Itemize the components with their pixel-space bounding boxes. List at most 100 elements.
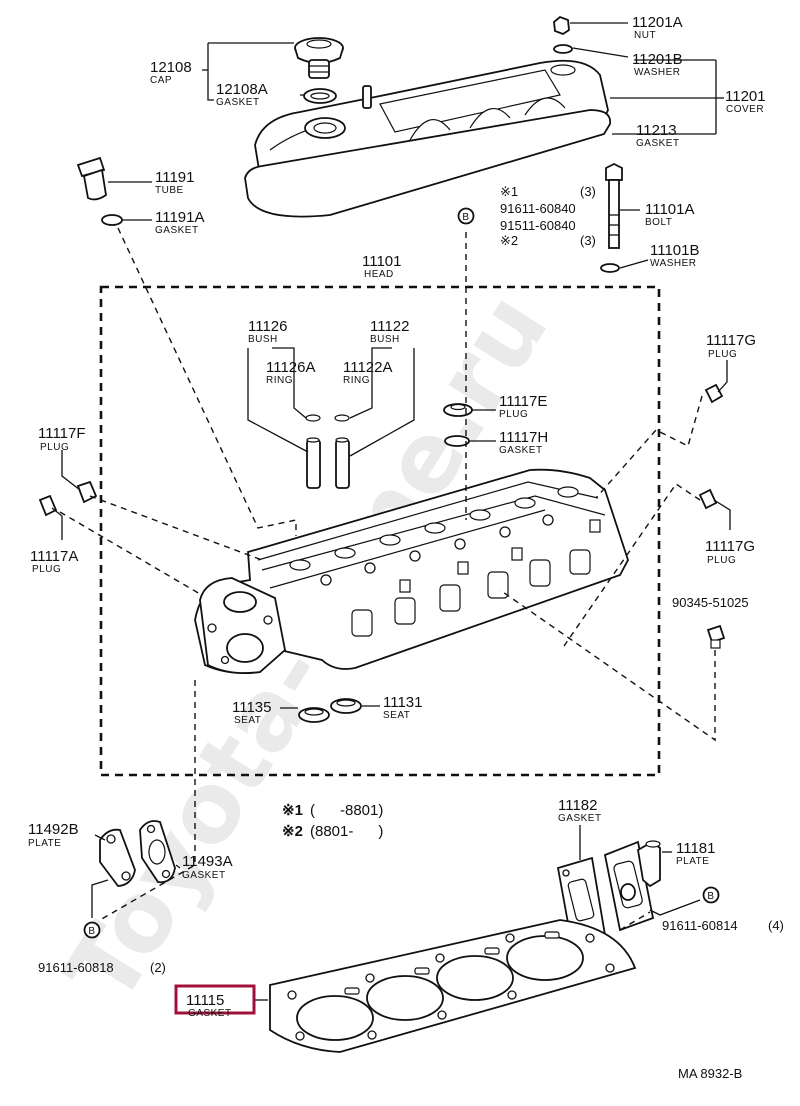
- valve-seat-11131[interactable]: [330, 698, 362, 714]
- label-91611-60814[interactable]: 91611-60814 (4): [662, 918, 784, 933]
- label-90345-51025[interactable]: 90345-51025: [672, 595, 749, 610]
- svg-text:11126A: 11126A: [266, 359, 316, 376]
- plug-11117A[interactable]: [38, 494, 58, 517]
- svg-text:B: B: [707, 891, 714, 902]
- plug-11117G-bottom[interactable]: [698, 488, 718, 510]
- bush-ring-intake[interactable]: [334, 414, 350, 422]
- plate-11181[interactable]: [603, 840, 661, 932]
- cylinder-head[interactable]: [194, 468, 629, 674]
- label-11181[interactable]: 11181 PLATE: [676, 840, 716, 867]
- label-11191[interactable]: 11191 TUBE: [155, 169, 195, 196]
- svg-text:11122: 11122: [370, 318, 410, 335]
- plug-90345-51025[interactable]: [706, 624, 726, 649]
- fastener-list: ※1 91611-60840 91511-60840 ※2 (3) (3): [500, 184, 596, 248]
- label-11213[interactable]: 11213 GASKET: [636, 122, 680, 149]
- svg-text:12108: 12108: [150, 59, 192, 76]
- bolt-marker-plate: B: [702, 886, 720, 904]
- label-11126A[interactable]: 11126A RING: [266, 359, 316, 386]
- valve-guide-bush-intake[interactable]: [335, 437, 350, 489]
- svg-text:※2: ※2: [500, 233, 518, 248]
- highlight-box: [174, 984, 256, 1015]
- head-gasket[interactable]: [269, 919, 637, 1053]
- svg-text:SEAT: SEAT: [234, 715, 261, 726]
- valve-guide-bush-exhaust[interactable]: [306, 437, 321, 489]
- svg-text:※1: ※1: [500, 184, 518, 199]
- label-91611-60818[interactable]: 91611-60818 (2): [38, 960, 166, 975]
- svg-text:(4): (4): [768, 918, 784, 933]
- svg-text:11201B: 11201B: [632, 51, 683, 68]
- label-11117H[interactable]: 11117H GASKET: [499, 429, 548, 456]
- svg-text:11101B: 11101B: [650, 242, 700, 259]
- label-11117E[interactable]: 11117E PLUG: [499, 393, 547, 420]
- svg-text:CAP: CAP: [150, 75, 172, 86]
- svg-text:BOLT: BOLT: [645, 217, 672, 228]
- label-11101[interactable]: 11101 HEAD: [362, 253, 402, 280]
- svg-text:B: B: [88, 926, 95, 937]
- svg-text:11201A: 11201A: [632, 14, 683, 31]
- bolt-marker-head: B: [457, 207, 475, 225]
- gasket-11493A[interactable]: [139, 820, 176, 884]
- svg-text:11201: 11201: [725, 88, 766, 105]
- leader-lines: [51, 22, 731, 1001]
- label-11492B[interactable]: 11492B PLATE: [28, 821, 79, 849]
- svg-text:(8801- ): (8801- ): [310, 823, 383, 840]
- svg-text:GASKET: GASKET: [188, 1008, 232, 1019]
- label-11135[interactable]: 11135 SEAT: [232, 699, 272, 726]
- head-bolt-washer[interactable]: [600, 263, 620, 273]
- label-11122[interactable]: 11122 BUSH: [370, 318, 410, 345]
- label-11117G-top[interactable]: 11117G PLUG: [706, 332, 756, 360]
- svg-text:HEAD: HEAD: [364, 269, 394, 280]
- label-11201B[interactable]: 11201B WASHER: [632, 51, 683, 78]
- svg-text:11135: 11135: [232, 699, 272, 716]
- plug-11117G-top[interactable]: [704, 383, 724, 404]
- svg-text:PLUG: PLUG: [40, 442, 69, 453]
- label-12108A[interactable]: 12108A GASKET: [216, 81, 268, 108]
- cover-gasket[interactable]: [244, 109, 612, 218]
- svg-text:GASKET: GASKET: [216, 97, 260, 108]
- head-bolt[interactable]: [605, 162, 623, 249]
- svg-text:PLUG: PLUG: [707, 555, 736, 566]
- svg-text:※2: ※2: [282, 823, 303, 840]
- svg-text:GASKET: GASKET: [636, 138, 680, 149]
- svg-text:COVER: COVER: [726, 104, 764, 115]
- svg-text:RING: RING: [266, 375, 293, 386]
- svg-text:11213: 11213: [636, 122, 677, 139]
- label-11117F[interactable]: 11117F PLUG: [38, 425, 86, 453]
- plug-11117F[interactable]: [76, 480, 98, 504]
- label-11131[interactable]: 11131 SEAT: [383, 694, 423, 721]
- breather-tube[interactable]: [76, 156, 107, 201]
- oil-filler-cap[interactable]: [294, 37, 344, 79]
- label-11101B[interactable]: 11101B WASHER: [650, 242, 700, 269]
- svg-text:11492B: 11492B: [28, 821, 79, 838]
- label-11117G-bottom[interactable]: 11117G PLUG: [705, 538, 755, 566]
- cover-nut[interactable]: [553, 15, 570, 36]
- svg-text:NUT: NUT: [634, 30, 656, 41]
- svg-text:※1: ※1: [282, 802, 303, 819]
- label-11126[interactable]: 11126 BUSH: [248, 318, 288, 345]
- label-11122A[interactable]: 11122A RING: [343, 359, 393, 386]
- model-year-note: ※1 ( -8801) ※2 (8801- ): [282, 802, 383, 840]
- svg-text:GASKET: GASKET: [499, 445, 543, 456]
- label-11182[interactable]: 11182 GASKET: [558, 797, 602, 824]
- label-11115[interactable]: 11115 GASKET: [174, 984, 256, 1019]
- label-11191A[interactable]: 11191A GASKET: [155, 209, 205, 236]
- label-11201A[interactable]: 11201A NUT: [632, 14, 683, 41]
- svg-text:11191A: 11191A: [155, 209, 205, 226]
- valve-seat-11135[interactable]: [298, 707, 330, 723]
- label-11201[interactable]: 11201 COVER: [725, 88, 766, 115]
- svg-text:11117G: 11117G: [705, 538, 755, 555]
- svg-text:12108A: 12108A: [216, 81, 268, 98]
- label-11101A[interactable]: 11101A BOLT: [645, 201, 695, 228]
- plate-11492B[interactable]: [99, 828, 136, 887]
- svg-text:PLUG: PLUG: [499, 409, 528, 420]
- label-11117A[interactable]: 11117A PLUG: [30, 548, 78, 575]
- label-11493A[interactable]: 11493A GASKET: [182, 853, 233, 881]
- bolt-marker-water: B: [83, 921, 101, 939]
- svg-text:91611-60818: 91611-60818: [38, 960, 114, 975]
- cover-washer[interactable]: [553, 44, 573, 54]
- bush-ring-exhaust[interactable]: [305, 414, 321, 422]
- svg-text:GASKET: GASKET: [558, 813, 602, 824]
- label-12108[interactable]: 12108 CAP: [150, 59, 192, 86]
- tube-gasket[interactable]: [101, 214, 123, 226]
- plug-11117E[interactable]: [443, 403, 473, 417]
